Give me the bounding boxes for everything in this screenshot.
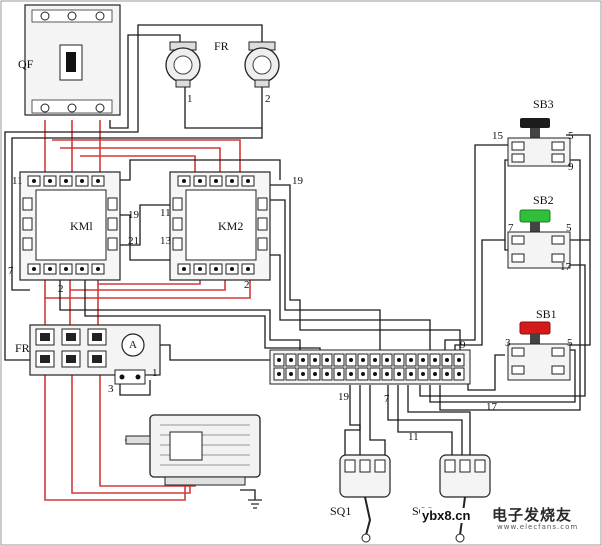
terminal-screw bbox=[289, 358, 293, 362]
terminal-screw bbox=[445, 372, 449, 376]
ammeter bbox=[121, 333, 145, 357]
ammeter-label: A bbox=[129, 339, 137, 351]
sb3-15-label: 15 bbox=[492, 130, 503, 142]
km2-11-label: 11 bbox=[160, 207, 171, 219]
fr-top-2-label: 2 bbox=[265, 93, 271, 105]
wire-17-label: 17 bbox=[486, 401, 497, 413]
sb2-5-label: 5 bbox=[566, 222, 572, 234]
terminal-screw bbox=[421, 358, 425, 362]
sb1-button[interactable] bbox=[507, 321, 571, 381]
terminal-screw bbox=[313, 372, 317, 376]
terminal-screw bbox=[301, 372, 305, 376]
terminal-screw bbox=[373, 372, 377, 376]
sb1-3-label: 3 bbox=[505, 337, 511, 349]
sb2-7-label: 7 bbox=[508, 222, 514, 234]
fr-left-relay bbox=[29, 324, 161, 385]
terminal-screw bbox=[301, 358, 305, 362]
sq1-label: SQ1 bbox=[330, 504, 352, 518]
km2-19-label: 19 bbox=[292, 175, 303, 187]
sq2-limit-switch bbox=[439, 454, 491, 543]
terminal-screw bbox=[397, 372, 401, 376]
terminal-screw bbox=[433, 358, 437, 362]
qf-label: QF bbox=[18, 57, 34, 71]
km2-contactor bbox=[169, 171, 271, 281]
motor bbox=[125, 414, 262, 509]
watermark-site: ybx8.cn bbox=[420, 508, 473, 523]
terminal-screw bbox=[445, 358, 449, 362]
fr-top-elements bbox=[165, 41, 280, 88]
km1-label: KMl bbox=[70, 219, 93, 233]
sb3-label: SB3 bbox=[533, 97, 554, 111]
wire-19-label: 19 bbox=[338, 391, 349, 403]
terminal-screw bbox=[421, 372, 425, 376]
fr-left-1-label: 1 bbox=[152, 367, 158, 379]
km1-21-label: 21 bbox=[128, 235, 139, 247]
sb3-9-label: 9 bbox=[568, 161, 574, 173]
km2-13-label: 13 bbox=[160, 235, 171, 247]
wire-7-label: 7 bbox=[384, 393, 390, 405]
terminal-screw bbox=[373, 358, 377, 362]
watermark-brand-sub: www.elecfans.com bbox=[497, 523, 579, 531]
fr-top-label: FR bbox=[214, 39, 229, 53]
sb1-label: SB1 bbox=[536, 307, 557, 321]
wire-11-label: 11 bbox=[408, 431, 419, 443]
km1-2-label: 2 bbox=[58, 283, 64, 295]
sb3-button[interactable] bbox=[507, 118, 571, 167]
terminal-screw bbox=[277, 372, 281, 376]
fr-left-label: FR bbox=[15, 341, 30, 355]
terminal-screw bbox=[409, 372, 413, 376]
terminal-block bbox=[269, 349, 471, 385]
sb2-label: SB2 bbox=[533, 193, 554, 207]
sq1-limit-switch bbox=[339, 454, 391, 543]
terminal-screw bbox=[409, 358, 413, 362]
terminal-screw bbox=[385, 358, 389, 362]
terminal-screw bbox=[277, 358, 281, 362]
fr-top-1-label: 1 bbox=[187, 93, 193, 105]
terminal-screw bbox=[457, 372, 461, 376]
terminal-screw bbox=[385, 372, 389, 376]
terminal-screw bbox=[361, 358, 365, 362]
terminal-screw bbox=[457, 358, 461, 362]
terminal-screw bbox=[433, 372, 437, 376]
qf-breaker bbox=[24, 4, 121, 116]
terminal-screw bbox=[349, 358, 353, 362]
km1-19-label: 19 bbox=[128, 209, 139, 221]
terminal-screw bbox=[289, 372, 293, 376]
terminal-screw bbox=[325, 358, 329, 362]
terminal-9-label: 9 bbox=[460, 339, 466, 351]
sb1-5-label: 5 bbox=[567, 337, 573, 349]
black-wires bbox=[4, 24, 591, 500]
fr-top-element-1 bbox=[165, 41, 201, 88]
km2-2-label: 2 bbox=[244, 279, 250, 291]
terminal-screw bbox=[397, 358, 401, 362]
fr-top-element-2 bbox=[244, 41, 280, 88]
terminal-screw bbox=[337, 358, 341, 362]
watermark-brand: 电子发烧友 bbox=[492, 506, 573, 524]
km2-label: KM2 bbox=[218, 219, 244, 233]
terminal-screw bbox=[313, 358, 317, 362]
sb3-5-label: 5 bbox=[568, 130, 574, 142]
terminal-screw bbox=[361, 372, 365, 376]
ground-icon bbox=[248, 499, 262, 509]
terminal-screw bbox=[337, 372, 341, 376]
km1-contactor bbox=[19, 171, 121, 281]
terminal-screw bbox=[325, 372, 329, 376]
terminal-screw bbox=[349, 372, 353, 376]
sb2-button[interactable] bbox=[507, 209, 571, 269]
km1-11-label: 11 bbox=[12, 175, 23, 187]
sb2-17-label: 17 bbox=[560, 261, 571, 273]
fr-left-3-label: 3 bbox=[108, 383, 114, 395]
km1-7-label: 7 bbox=[8, 265, 14, 277]
